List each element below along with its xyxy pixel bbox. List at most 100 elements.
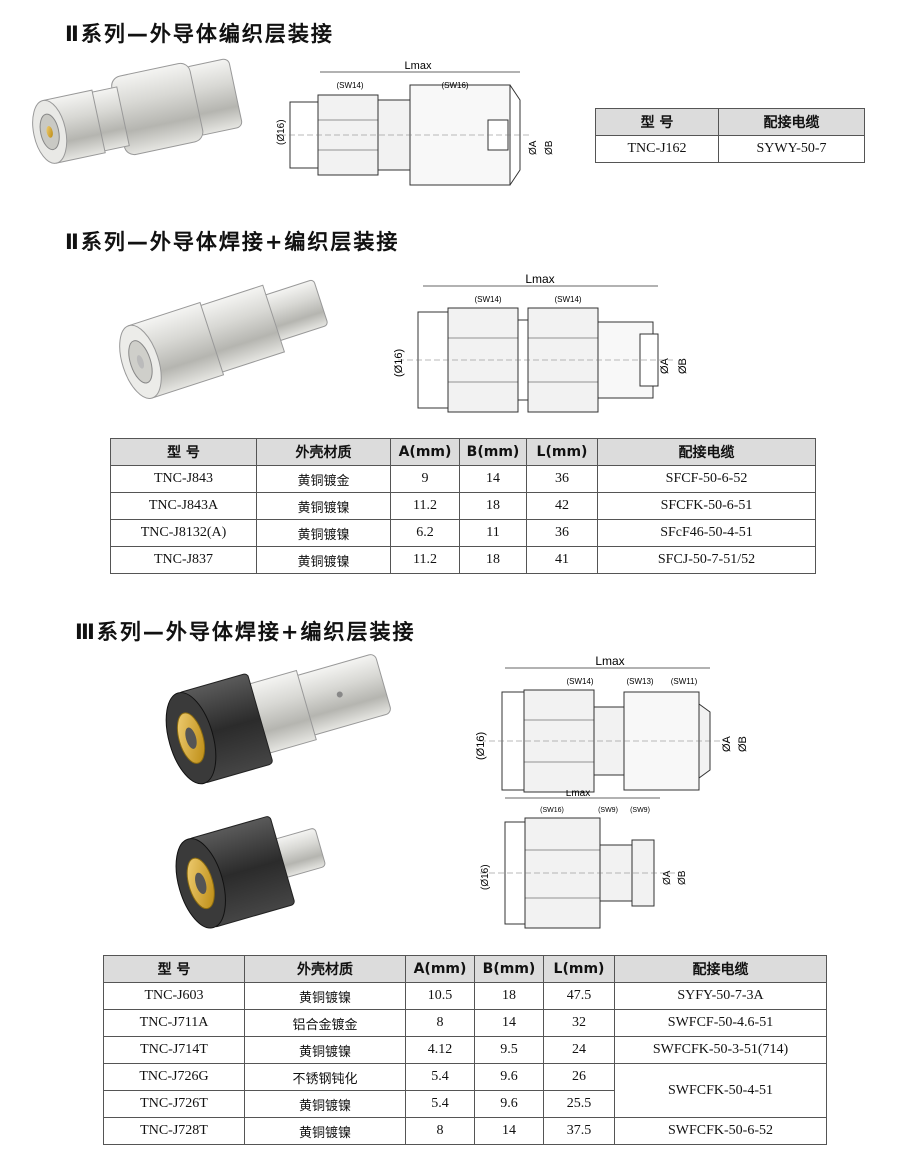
b-mm-cell: 9.5 <box>474 1036 544 1064</box>
b-mm-cell: 18 <box>459 546 527 574</box>
diameter-a-label: ØA <box>662 870 673 885</box>
l-mm-cell: 42 <box>526 492 598 520</box>
l-mm-cell: 26 <box>543 1063 615 1091</box>
connector-photo-3b <box>175 816 326 929</box>
a-mm-cell: 6.2 <box>390 519 460 547</box>
column-header: 型 号 <box>110 438 257 466</box>
model-cell: TNC-J728T <box>103 1117 245 1145</box>
material-cell: 不锈钢钝化 <box>244 1063 406 1091</box>
diameter-label: (Ø16) <box>480 864 491 890</box>
column-header: A(mm) <box>390 438 460 466</box>
table-header-row: 型 号 外壳材质 A(mm) B(mm) L(mm) 配接电缆 <box>103 955 827 983</box>
lmax-label: Lmax <box>566 790 590 799</box>
diameter-label: (Ø16) <box>475 732 487 760</box>
diameter-b-label: ØB <box>737 736 749 752</box>
a-mm-cell: 8 <box>405 1117 475 1145</box>
column-header: 配接电缆 <box>597 438 816 466</box>
model-cell: TNC-J603 <box>103 982 245 1010</box>
b-mm-cell: 14 <box>459 465 527 493</box>
material-cell: 铝合金镀金 <box>244 1009 406 1037</box>
table-header-row: 型 号 外壳材质 A(mm) B(mm) L(mm) 配接电缆 <box>110 438 816 466</box>
dimension-drawing-2: Lmax (SW14) (SW14) (Ø16) ØA ØB <box>393 272 689 413</box>
lmax-label: Lmax <box>525 272 554 286</box>
l-mm-cell: 36 <box>526 519 598 547</box>
sw-label: (SW14) <box>566 677 593 686</box>
b-mm-cell: 14 <box>474 1009 544 1037</box>
sw-label: (SW16) <box>441 81 468 90</box>
column-header: L(mm) <box>543 955 615 983</box>
section-2-title: Ⅱ系列—外导体焊接+编织层装接 <box>65 230 400 254</box>
spec-table-2: 型 号 外壳材质 A(mm) B(mm) L(mm) 配接电缆 TNC-J843… <box>110 438 816 574</box>
material-cell: 黄铜镀镍 <box>256 546 391 574</box>
sw-label: (SW14) <box>554 295 581 304</box>
b-mm-cell: 9.6 <box>474 1063 544 1091</box>
cable-cell: SWFCFK-50-3-51(714) <box>614 1036 827 1064</box>
a-mm-cell: 9 <box>390 465 460 493</box>
model-cell: TNC-J711A <box>103 1009 245 1037</box>
l-mm-cell: 36 <box>526 465 598 493</box>
model-cell: TNC-J714T <box>103 1036 245 1064</box>
model-cell: TNC-J162 <box>595 135 719 163</box>
cable-cell: SWFCFK-50-6-52 <box>614 1117 827 1145</box>
sw-label: (SW9) <box>630 807 650 814</box>
model-cell: TNC-J837 <box>110 546 257 574</box>
cable-cell: SFcF46-50-4-51 <box>597 519 816 547</box>
material-cell: 黄铜镀镍 <box>256 492 391 520</box>
model-cell: TNC-J8132(A) <box>110 519 257 547</box>
diameter-a-label: ØA <box>528 140 539 155</box>
l-mm-cell: 37.5 <box>543 1117 615 1145</box>
column-header: B(mm) <box>474 955 544 983</box>
diameter-b-label: ØB <box>677 870 688 885</box>
column-header: 型 号 <box>595 108 719 136</box>
lmax-label: Lmax <box>405 60 432 72</box>
diameter-label: (Ø16) <box>276 119 287 145</box>
l-mm-cell: 25.5 <box>543 1090 615 1118</box>
cable-cell: SFCJ-50-7-51/52 <box>597 546 816 574</box>
a-mm-cell: 5.4 <box>405 1090 475 1118</box>
table-header-row: 型 号 配接电缆 <box>595 108 865 136</box>
l-mm-cell: 41 <box>526 546 598 574</box>
dimension-drawing-3b: Lmax (SW16) (SW9) (SW9) (Ø16) ØA ØB <box>480 790 688 929</box>
cable-cell: SYWY-50-7 <box>718 135 865 163</box>
l-mm-cell: 24 <box>543 1036 615 1064</box>
b-mm-cell: 11 <box>459 519 527 547</box>
sw-label: (SW16) <box>540 807 564 814</box>
dimension-drawing-3a: Lmax (SW14) (SW13) (SW11) (Ø16) ØA ØB <box>475 654 749 793</box>
sw-label: (SW11) <box>671 677 698 686</box>
model-cell: TNC-J843 <box>110 465 257 493</box>
a-mm-cell: 10.5 <box>405 982 475 1010</box>
spec-table-3: 型 号 外壳材质 A(mm) B(mm) L(mm) 配接电缆 TNC-J603… <box>103 955 827 1145</box>
table-row: TNC-J162 SYWY-50-7 <box>595 135 865 163</box>
cable-cell: SFCF-50-6-52 <box>597 465 816 493</box>
material-cell: 黄铜镀镍 <box>256 519 391 547</box>
cable-cell: SFCFK-50-6-51 <box>597 492 816 520</box>
column-header: A(mm) <box>405 955 475 983</box>
column-header: L(mm) <box>526 438 598 466</box>
a-mm-cell: 11.2 <box>390 546 460 574</box>
connector-photo-2 <box>119 279 328 399</box>
b-mm-cell: 18 <box>474 982 544 1010</box>
lmax-label: Lmax <box>595 654 624 668</box>
diameter-b-label: ØB <box>544 140 555 155</box>
material-cell: 黄铜镀镍 <box>244 982 406 1010</box>
l-mm-cell: 32 <box>543 1009 615 1037</box>
material-cell: 黄铜镀镍 <box>244 1036 406 1064</box>
column-header: 外壳材质 <box>244 955 406 983</box>
connector-photo-3a <box>165 654 391 785</box>
dimension-drawing-1: Lmax (SW14) (SW16) (Ø16) ØA ØB <box>276 60 555 186</box>
b-mm-cell: 18 <box>459 492 527 520</box>
diameter-label: (Ø16) <box>393 349 405 377</box>
connector-photo-1 <box>32 58 243 164</box>
model-cell: TNC-J726G <box>103 1063 245 1091</box>
spec-table-1: 型 号 配接电缆 TNC-J162 SYWY-50-7 <box>595 108 865 163</box>
b-mm-cell: 14 <box>474 1117 544 1145</box>
